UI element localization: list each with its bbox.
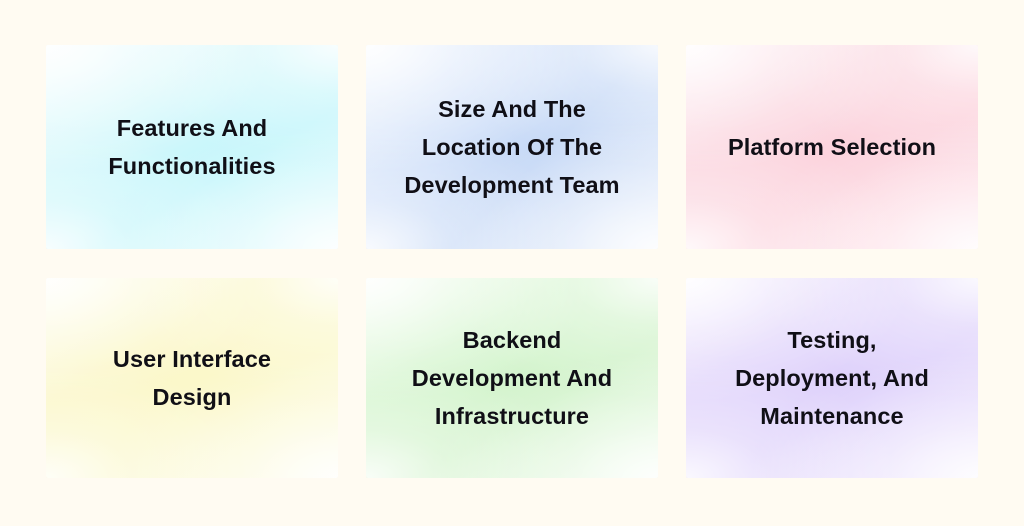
card-label: Features And Functionalities <box>108 114 276 179</box>
card-user-interface-design[interactable]: User Interface Design <box>46 278 338 478</box>
card-label: User Interface Design <box>112 345 272 410</box>
card-label: Size And The Location Of The Development… <box>404 95 620 199</box>
card-backend-development-and-infrastructure[interactable]: Backend Development And Infrastructure <box>366 278 658 478</box>
card-platform-selection[interactable]: Platform Selection <box>686 45 978 249</box>
card-size-and-location-of-development-team[interactable]: Size And The Location Of The Development… <box>366 45 658 249</box>
card-testing-deployment-and-maintenance[interactable]: Testing, Deployment, And Maintenance <box>686 278 978 478</box>
card-grid: Features And Functionalities Size And Th… <box>46 45 978 478</box>
card-features-and-functionalities[interactable]: Features And Functionalities <box>46 45 338 249</box>
card-label: Backend Development And Infrastructure <box>411 326 613 430</box>
card-label: Testing, Deployment, And Maintenance <box>735 326 929 430</box>
card-label: Platform Selection <box>727 133 937 160</box>
